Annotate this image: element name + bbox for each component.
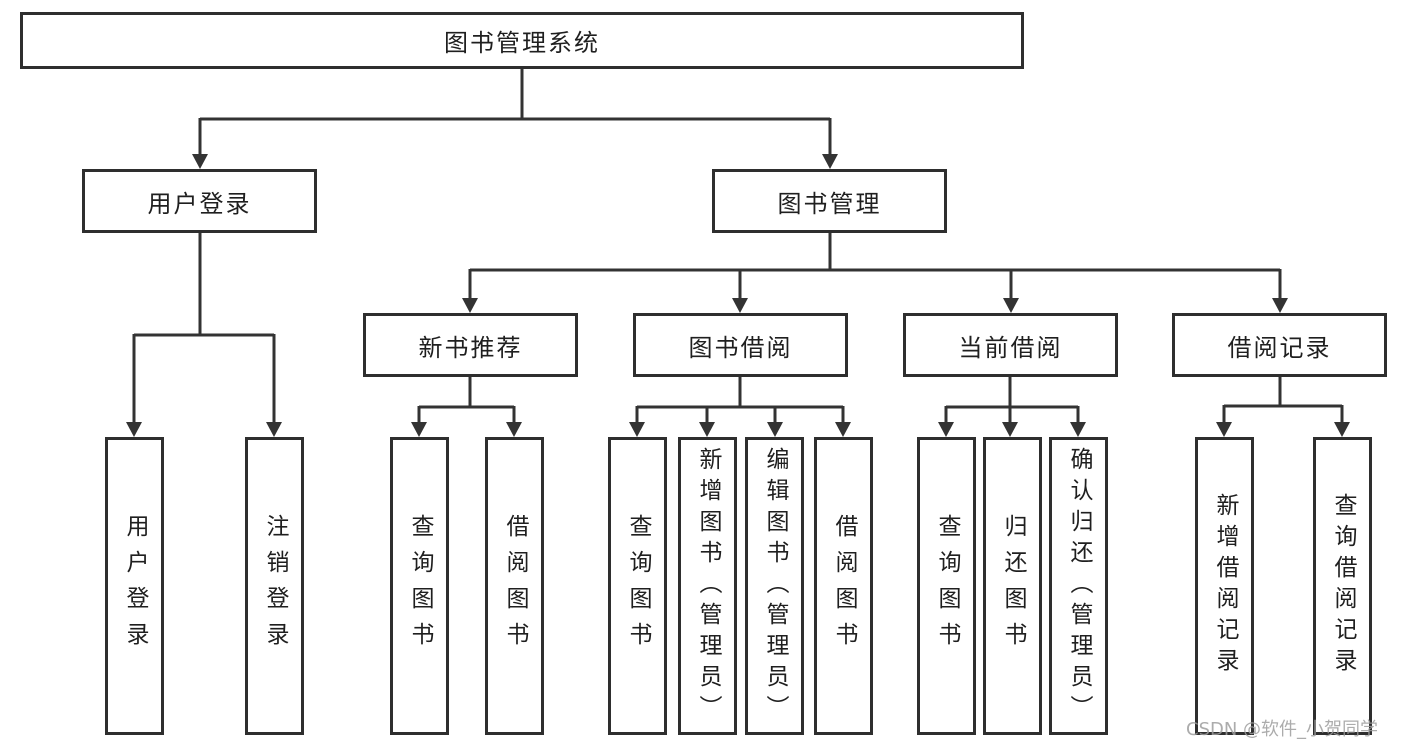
connector-root-to-level2 — [198, 69, 832, 154]
node-current-borrow: 当前借阅 — [903, 313, 1118, 377]
csdn-watermark: CSDN @软件_小贺同学 — [1186, 719, 1379, 740]
node-user-login: 用户登录 — [82, 169, 317, 233]
leaf-user-login: 用户登录 — [105, 437, 164, 735]
leaf-add-borrow-record: 新增借阅记录 — [1195, 437, 1254, 735]
leaf-query-borrow-record: 查询借阅记录 — [1313, 437, 1372, 735]
connector-book-borrow-children — [635, 377, 845, 422]
leaf-borrow-book: 借阅图书 — [814, 437, 873, 735]
connector-borrow-record-children — [1222, 377, 1344, 422]
leaf-query-book: 查询图书 — [917, 437, 976, 735]
connector-current-borrow-children — [944, 377, 1080, 422]
leaf-return-book: 归还图书 — [983, 437, 1042, 735]
leaf-logout: 注销登录 — [245, 437, 304, 735]
leaf-edit-book-admin: 编辑图书（管理员） — [745, 437, 804, 735]
arrowheads — [126, 154, 1350, 437]
leaf-borrow-book: 借阅图书 — [485, 437, 544, 735]
node-book-management: 图书管理 — [712, 169, 947, 233]
connector-book-management-children — [468, 233, 1282, 298]
leaf-query-book: 查询图书 — [390, 437, 449, 735]
node-root: 图书管理系统 — [20, 12, 1024, 69]
leaf-query-book: 查询图书 — [608, 437, 667, 735]
leaf-confirm-return-admin: 确认归还（管理员） — [1049, 437, 1108, 735]
connector-new-book-children — [417, 377, 516, 422]
connector-user-login-children — [132, 233, 276, 422]
node-new-book-recommend: 新书推荐 — [363, 313, 578, 377]
node-borrow-record: 借阅记录 — [1172, 313, 1387, 377]
leaf-add-book-admin: 新增图书（管理员） — [678, 437, 737, 735]
node-book-borrow: 图书借阅 — [633, 313, 848, 377]
